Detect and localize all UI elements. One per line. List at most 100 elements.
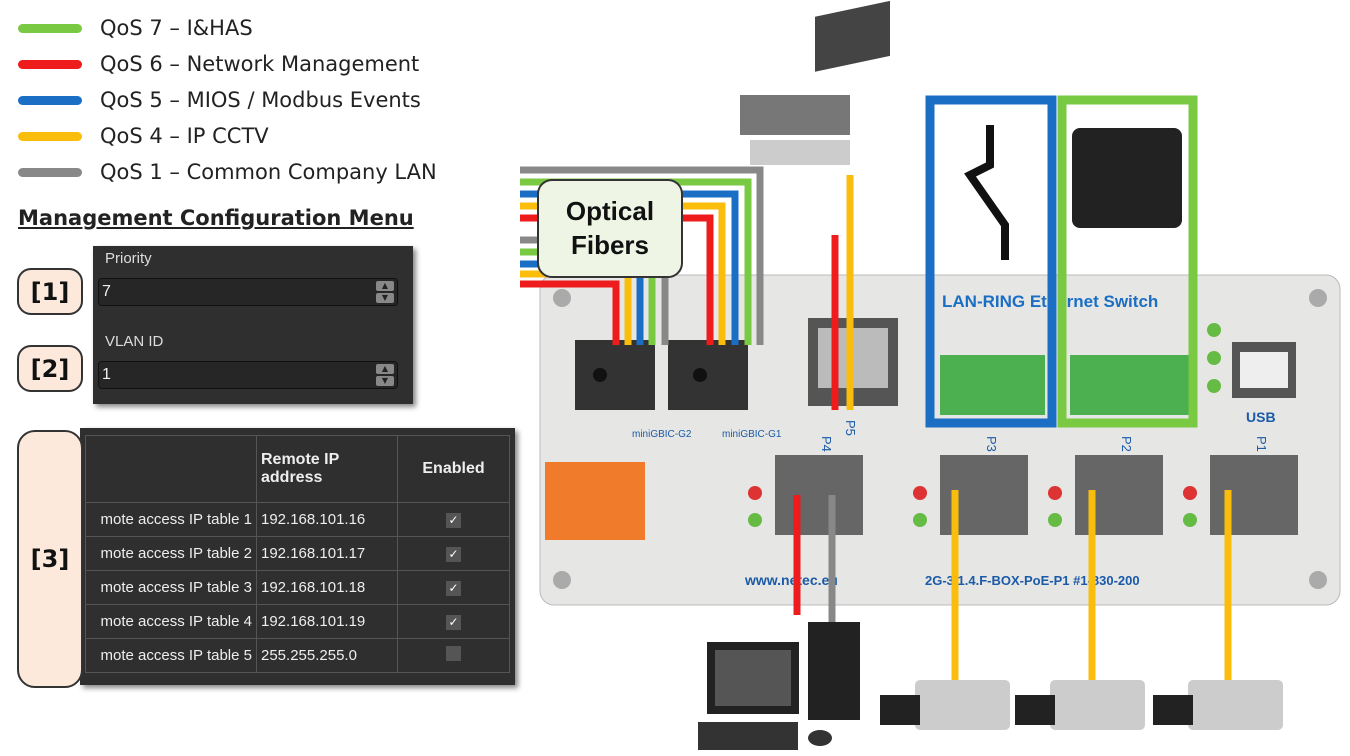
screw-icon <box>553 289 571 307</box>
relay-switch-icon <box>964 125 1009 260</box>
legend-item: QoS 6 – Network Management <box>18 49 419 79</box>
led-green <box>913 513 927 527</box>
vlan-label: VLAN ID <box>105 333 164 350</box>
fiber-label: Optical <box>566 196 654 226</box>
usb-port <box>1232 342 1296 398</box>
legend-label: QoS 4 – IP CCTV <box>100 124 269 148</box>
fiber-bundle <box>520 166 764 345</box>
gbic-port <box>668 340 748 410</box>
camera-icon <box>880 680 1010 730</box>
computer-icon <box>698 622 860 750</box>
row-ip: 192.168.101.16 <box>256 502 398 537</box>
legend-item: QoS 7 – I&HAS <box>18 13 253 43</box>
row-name: mote access IP table 1 <box>85 502 257 537</box>
legend-item: QoS 1 – Common Company LAN <box>18 157 437 187</box>
row-ip: 192.168.101.18 <box>256 570 398 605</box>
remote-ip-table-panel: Remote IP address Enabled mote access IP… <box>80 428 515 685</box>
usb-label: USB <box>1246 409 1276 425</box>
priority-value: 7 <box>102 283 111 300</box>
screw-icon <box>553 571 571 589</box>
led-green <box>1048 513 1062 527</box>
badge-2: [2] <box>17 345 83 392</box>
vlan-value: 1 <box>102 366 111 383</box>
management-title: Management Configuration Menu <box>18 206 414 230</box>
rj45-port <box>1075 455 1163 535</box>
legend-item: QoS 4 – IP CCTV <box>18 121 269 151</box>
keypad-icon <box>1072 128 1182 228</box>
legend-label: QoS 5 – MIOS / Modbus Events <box>100 88 421 112</box>
led-green <box>1183 513 1197 527</box>
gbic1-label: miniGBIC-G2 <box>632 429 692 440</box>
row-name: mote access IP table 4 <box>85 604 257 639</box>
ihas-highlight <box>1057 95 1198 428</box>
control-room-icon <box>740 0 890 165</box>
spin-down-icon[interactable]: ▼ <box>376 376 394 386</box>
legend-label: QoS 1 – Common Company LAN <box>100 160 437 184</box>
table-row: mote access IP table 4 192.168.101.19 ✓ <box>85 604 510 639</box>
website-label: www.netec.eu <box>744 572 838 588</box>
legend-swatch <box>18 95 82 105</box>
row-ip: 255.255.255.0 <box>256 638 398 673</box>
enabled-checkbox[interactable]: ✓ <box>446 513 461 528</box>
gbic-port <box>575 340 655 410</box>
switch-body <box>539 274 1341 606</box>
spin-down-icon[interactable]: ▼ <box>376 293 394 303</box>
p5-label: P5 <box>843 420 858 436</box>
priority-input[interactable]: 7 ▲ ▼ <box>98 278 398 306</box>
table-row: mote access IP table 2 192.168.101.17 ✓ <box>85 536 510 571</box>
legend-item: QoS 5 – MIOS / Modbus Events <box>18 85 421 115</box>
priority-label: Priority <box>105 250 152 267</box>
camera-icon <box>1153 680 1283 730</box>
screw-icon <box>1309 571 1327 589</box>
device-title: LAN-RING Ethernet Switch <box>942 292 1158 311</box>
table-header: Remote IP address Enabled <box>85 435 510 503</box>
legend-swatch <box>18 167 82 177</box>
config-panel: Priority 7 ▲ ▼ VLAN ID 1 ▲ ▼ <box>93 246 413 404</box>
spin-up-icon[interactable]: ▲ <box>376 364 394 374</box>
power-connector <box>545 462 645 540</box>
enabled-checkbox[interactable]: ✓ <box>446 615 461 630</box>
header-name <box>85 435 257 503</box>
header-ip: Remote IP address <box>256 435 398 503</box>
port-label: P1 <box>1254 436 1269 452</box>
port-label: P4 <box>819 436 834 452</box>
table-row: mote access IP table 5 255.255.255.0 <box>85 638 510 673</box>
header-enabled: Enabled <box>397 435 510 503</box>
legend-swatch <box>18 131 82 141</box>
port-label: P3 <box>984 436 999 452</box>
led-red <box>1048 486 1062 500</box>
led-red <box>1183 486 1197 500</box>
screw-icon <box>1309 289 1327 307</box>
led-green <box>748 513 762 527</box>
row-ip: 192.168.101.17 <box>256 536 398 571</box>
row-name: mote access IP table 5 <box>85 638 257 673</box>
port-label: P2 <box>1119 436 1134 452</box>
camera-icon <box>1015 680 1145 730</box>
optical-fibers-callout <box>537 179 683 278</box>
port-p5 <box>808 318 898 406</box>
legend-swatch <box>18 59 82 69</box>
terminal-block <box>1070 355 1190 415</box>
spin-up-icon[interactable]: ▲ <box>376 281 394 291</box>
model-label: 2G-3.1.4.F-BOX-PoE-P1 #1-830-200 <box>925 573 1140 588</box>
legend-swatch <box>18 23 82 33</box>
badge-1: [1] <box>17 268 83 315</box>
vlan-id-input[interactable]: 1 ▲ ▼ <box>98 361 398 389</box>
row-name: mote access IP table 2 <box>85 536 257 571</box>
fiber-label: Fibers <box>571 230 649 260</box>
legend-label: QoS 6 – Network Management <box>100 52 420 76</box>
enabled-checkbox[interactable]: ✓ <box>446 547 461 562</box>
badge-3: [3] <box>17 430 83 688</box>
enabled-checkbox[interactable] <box>446 646 461 661</box>
legend-label: QoS 7 – I&HAS <box>100 16 253 40</box>
mios-highlight <box>925 95 1057 428</box>
led-red <box>748 486 762 500</box>
rj45-port <box>775 455 863 535</box>
enabled-checkbox[interactable]: ✓ <box>446 581 461 596</box>
gbic2-label: miniGBIC-G1 <box>722 429 782 440</box>
rj45-port <box>1210 455 1298 535</box>
rj45-port <box>940 455 1028 535</box>
row-name: mote access IP table 3 <box>85 570 257 605</box>
remote-ip-table: Remote IP address Enabled mote access IP… <box>85 435 510 673</box>
terminal-block <box>940 355 1045 415</box>
